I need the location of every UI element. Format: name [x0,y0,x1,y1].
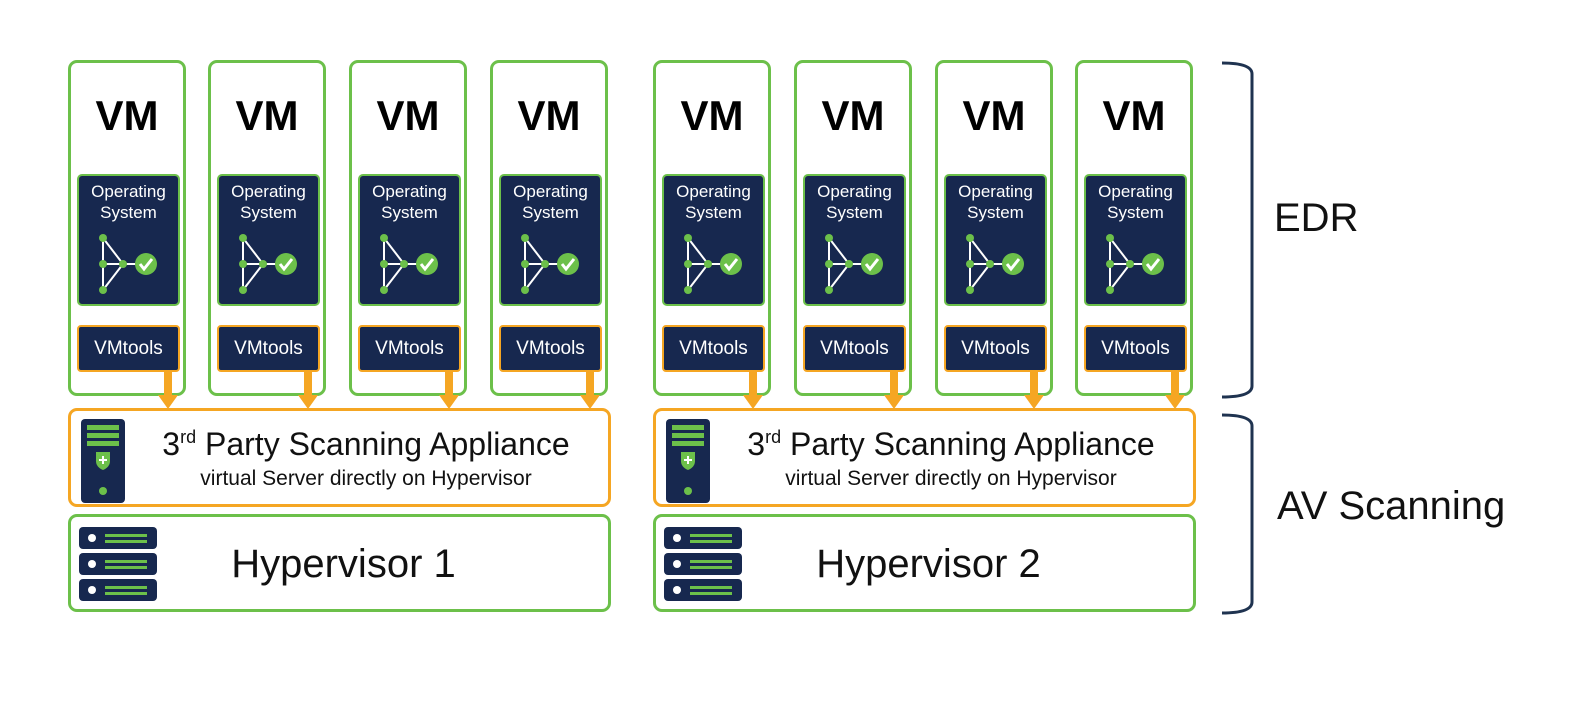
vm-title: VM [680,92,744,139]
vmtools-box: VMtools [662,325,765,372]
av-scanning-bracket [1221,413,1254,615]
scanning-appliance-box: 3rd Party Scanning Appliance virtual Ser… [68,408,611,507]
down-arrow-icon [580,371,600,409]
vmtools-box: VMtools [803,325,906,372]
down-arrow-icon [743,371,763,409]
endpoint-protection-icon [1106,234,1164,294]
appliance-title: 3rd Party Scanning Appliance [747,426,1155,462]
hypervisor-label: Hypervisor 2 [816,542,1041,586]
av-scanning-label: AV Scanning [1277,484,1506,528]
vm-title: VM [1102,92,1166,139]
vm-title: VM [235,92,299,139]
endpoint-protection-icon [380,234,438,294]
down-arrow-icon [884,371,904,409]
vmtools-box: VMtools [499,325,602,372]
vm-title: VM [517,92,581,139]
appliance-subtitle: virtual Server directly on Hypervisor [200,467,532,490]
hypervisor-box: Hypervisor 2 [653,514,1196,612]
appliance-subtitle: virtual Server directly on Hypervisor [785,467,1117,490]
edr-bracket [1221,61,1254,399]
endpoint-protection-icon [521,234,579,294]
endpoint-protection-icon [684,234,742,294]
scanning-appliance-box: 3rd Party Scanning Appliance virtual Ser… [653,408,1196,507]
vmtools-box: VMtools [944,325,1047,372]
vm-title: VM [821,92,885,139]
vmtools-box: VMtools [1084,325,1187,372]
down-arrow-icon [1165,371,1185,409]
endpoint-protection-icon [239,234,297,294]
vm-title: VM [376,92,440,139]
vm-title: VM [95,92,159,139]
vmtools-box: VMtools [217,325,320,372]
down-arrow-icon [1024,371,1044,409]
security-appliance-icon [81,419,125,503]
vmtools-box: VMtools [358,325,461,372]
appliance-title: 3rd Party Scanning Appliance [162,426,570,462]
down-arrow-icon [158,371,178,409]
endpoint-protection-icon [825,234,883,294]
hypervisor-label: Hypervisor 1 [231,542,456,586]
server-rack-icon [79,527,157,601]
down-arrow-icon [298,371,318,409]
security-appliance-icon [666,419,710,503]
endpoint-protection-icon [966,234,1024,294]
vm-title: VM [962,92,1026,139]
server-rack-icon [664,527,742,601]
down-arrow-icon [439,371,459,409]
endpoint-protection-icon [99,234,157,294]
vmtools-box: VMtools [77,325,180,372]
edr-label: EDR [1274,196,1359,240]
hypervisor-box: Hypervisor 1 [68,514,611,612]
